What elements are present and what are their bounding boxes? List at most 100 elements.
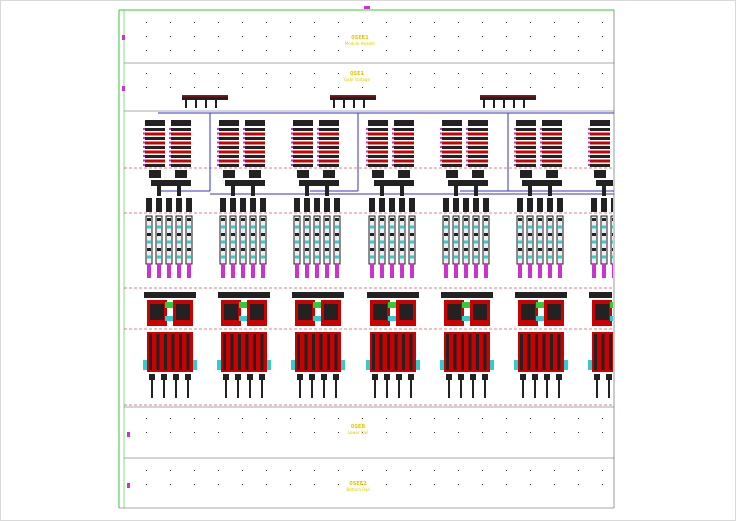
grid-dot bbox=[458, 432, 459, 433]
grid-dot bbox=[146, 50, 147, 51]
rail-label-4-title: 0SEE2 bbox=[349, 481, 367, 487]
grid-dot bbox=[602, 484, 603, 485]
grid-dot bbox=[458, 418, 459, 419]
rail-label-2: 0SE1 Gate Voltage bbox=[327, 72, 387, 83]
rail-label-3-title: 0SEB bbox=[350, 424, 366, 430]
grid-dot bbox=[146, 484, 147, 485]
grid-dot bbox=[602, 22, 603, 23]
grid-dot bbox=[410, 484, 411, 485]
grid-dot bbox=[410, 470, 411, 471]
dot-grid bbox=[146, 22, 603, 485]
grid-dot bbox=[410, 87, 411, 88]
grid-dot bbox=[266, 50, 267, 51]
grid-dot bbox=[242, 484, 243, 485]
grid-dot bbox=[266, 484, 267, 485]
rail-label-4-subtitle: Bottom Rail bbox=[346, 487, 370, 492]
grid-dot bbox=[506, 73, 507, 74]
grid-dot bbox=[578, 50, 579, 51]
grid-dot bbox=[170, 418, 171, 419]
grid-dot bbox=[434, 22, 435, 23]
grid-dot bbox=[170, 36, 171, 37]
guide-lines bbox=[124, 167, 614, 406]
grid-dot bbox=[266, 418, 267, 419]
grid-dot bbox=[530, 73, 531, 74]
grid-dot bbox=[554, 418, 555, 419]
grid-dot bbox=[602, 470, 603, 471]
module-column[interactable] bbox=[514, 120, 568, 398]
grid-dot bbox=[338, 36, 339, 37]
side-pins bbox=[122, 35, 130, 488]
grid-dot bbox=[530, 432, 531, 433]
grid-dot bbox=[170, 50, 171, 51]
grid-dot bbox=[434, 50, 435, 51]
rail-label-1-title: 0SEE1 bbox=[351, 35, 369, 41]
grid-dot bbox=[578, 484, 579, 485]
grid-dot bbox=[266, 432, 267, 433]
module-column[interactable] bbox=[217, 120, 271, 398]
grid-dot bbox=[578, 432, 579, 433]
grid-dot bbox=[266, 73, 267, 74]
grid-dot bbox=[194, 73, 195, 74]
grid-dot bbox=[482, 432, 483, 433]
grid-dot bbox=[410, 50, 411, 51]
grid-dot bbox=[578, 87, 579, 88]
grid-dot bbox=[554, 22, 555, 23]
grid-dot bbox=[386, 432, 387, 433]
grid-dot bbox=[218, 418, 219, 419]
module-column[interactable] bbox=[143, 120, 197, 398]
grid-dot bbox=[362, 36, 363, 37]
grid-dot bbox=[290, 36, 291, 37]
grid-dot bbox=[338, 87, 339, 88]
grid-dot bbox=[434, 484, 435, 485]
grid-dot bbox=[458, 484, 459, 485]
grid-dot bbox=[482, 470, 483, 471]
grid-dot bbox=[602, 87, 603, 88]
grid-dot bbox=[386, 36, 387, 37]
grid-dot bbox=[410, 36, 411, 37]
grid-dot bbox=[194, 50, 195, 51]
grid-dot bbox=[146, 36, 147, 37]
grid-dot bbox=[338, 470, 339, 471]
module-column[interactable] bbox=[291, 120, 345, 398]
grid-dot bbox=[578, 470, 579, 471]
grid-dot bbox=[482, 484, 483, 485]
grid-dot bbox=[434, 73, 435, 74]
grid-dot bbox=[218, 484, 219, 485]
grid-dot bbox=[434, 470, 435, 471]
connector-header bbox=[480, 95, 536, 108]
rail-label-3: 0SEB Lower Rail bbox=[328, 424, 388, 436]
grid-dot bbox=[482, 87, 483, 88]
grid-dot bbox=[530, 36, 531, 37]
grid-dot bbox=[530, 50, 531, 51]
grid-dot bbox=[554, 50, 555, 51]
grid-dot bbox=[338, 73, 339, 74]
module-column[interactable] bbox=[440, 120, 494, 398]
grid-dot bbox=[410, 432, 411, 433]
grid-dot bbox=[194, 87, 195, 88]
grid-dot bbox=[338, 484, 339, 485]
grid-dot bbox=[194, 36, 195, 37]
grid-dot bbox=[434, 418, 435, 419]
grid-dot bbox=[218, 432, 219, 433]
grid-dot bbox=[506, 87, 507, 88]
module-column[interactable] bbox=[588, 120, 642, 398]
grid-dot bbox=[386, 418, 387, 419]
grid-dot bbox=[170, 484, 171, 485]
grid-dot bbox=[266, 470, 267, 471]
grid-dot bbox=[506, 36, 507, 37]
grid-dot bbox=[554, 73, 555, 74]
module-column[interactable] bbox=[366, 120, 420, 398]
grid-dot bbox=[554, 87, 555, 88]
grid-dot bbox=[266, 22, 267, 23]
grid-dot bbox=[242, 87, 243, 88]
connector-header bbox=[330, 95, 376, 108]
grid-dot bbox=[194, 432, 195, 433]
grid-dot bbox=[194, 470, 195, 471]
grid-dot bbox=[386, 73, 387, 74]
grid-dot bbox=[242, 22, 243, 23]
grid-dot bbox=[146, 22, 147, 23]
grid-dot bbox=[314, 484, 315, 485]
grid-dot bbox=[242, 432, 243, 433]
grid-dot bbox=[506, 484, 507, 485]
